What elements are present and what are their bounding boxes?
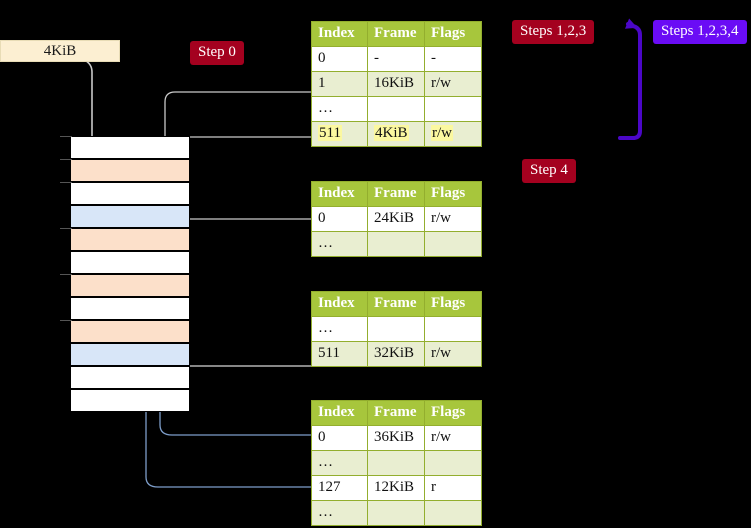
memory-tick — [60, 274, 72, 275]
memory-cell — [70, 251, 190, 274]
table-cell: 511 — [311, 341, 368, 367]
badge-step-0-label: Step 0 — [198, 44, 236, 60]
table-cell: 32KiB — [367, 341, 425, 367]
table-cell: - — [367, 46, 425, 72]
table-cell — [424, 450, 482, 476]
table-row: … — [311, 316, 482, 342]
memory-cell — [70, 159, 190, 182]
size-label-text: 4KiB — [43, 42, 77, 59]
column-header-flags: Flags — [424, 181, 482, 207]
memory-cell — [70, 389, 190, 412]
memory-tick — [60, 228, 72, 229]
badge-step-4-label: Step 4 — [530, 162, 568, 178]
table-row: … — [311, 231, 482, 257]
table-cell: r/w — [424, 206, 482, 232]
table-cell — [367, 316, 425, 342]
column-header-index: Index — [311, 21, 368, 47]
table-cell: 12KiB — [367, 475, 425, 501]
badge-steps-123: Steps 1,2,3 — [512, 20, 595, 44]
table-cell: 24KiB — [367, 206, 425, 232]
table-cell: 0 — [311, 425, 368, 451]
table-cell: r/w — [424, 341, 482, 367]
column-header-frame: Frame — [367, 181, 425, 207]
table-cell: 16KiB — [367, 71, 425, 97]
table-cell: 511 — [311, 121, 368, 147]
memory-cell — [70, 297, 190, 320]
memory-tick — [60, 136, 72, 137]
column-header-index: Index — [311, 291, 368, 317]
column-header-flags: Flags — [424, 400, 482, 426]
table-cell: … — [311, 450, 368, 476]
badge-steps-1234-label: Steps 1,2,3,4 — [661, 23, 739, 39]
badge-step-0: Step 0 — [190, 41, 244, 65]
column-header-frame: Frame — [367, 21, 425, 47]
table-cell — [424, 500, 482, 526]
wire-steps-loop-purple — [618, 18, 642, 140]
badge-steps-1234: Steps 1,2,3,4 — [653, 20, 747, 44]
table-cell — [367, 500, 425, 526]
table-cell: r/w — [424, 121, 482, 147]
table-cell: r/w — [424, 425, 482, 451]
memory-cell — [70, 274, 190, 297]
table-cell: 4KiB — [367, 121, 425, 147]
column-header-frame: Frame — [367, 400, 425, 426]
column-header-frame: Frame — [367, 291, 425, 317]
table-cell — [424, 96, 482, 122]
memory-tick — [60, 159, 72, 160]
badge-steps-123-label: Steps 1,2,3 — [520, 23, 587, 39]
table-cell: … — [311, 500, 368, 526]
memory-cell — [70, 366, 190, 389]
table-cell: … — [311, 316, 368, 342]
memory-cell — [70, 182, 190, 205]
highlighted-value: 511 — [318, 125, 342, 141]
table-cell: r/w — [424, 71, 482, 97]
table-cell: - — [424, 46, 482, 72]
table-cell — [424, 316, 482, 342]
table-cell — [367, 96, 425, 122]
memory-cell — [70, 136, 190, 159]
table-row: 0-- — [311, 46, 482, 72]
column-header-flags: Flags — [424, 21, 482, 47]
table-cell: 36KiB — [367, 425, 425, 451]
badge-step-4: Step 4 — [522, 159, 576, 183]
table-row: 511 4KiB r/w — [311, 121, 482, 147]
highlighted-value: r/w — [431, 125, 453, 141]
memory-tick — [60, 182, 72, 183]
table-cell: … — [311, 231, 368, 257]
column-header-flags: Flags — [424, 291, 482, 317]
memory-cell — [70, 205, 190, 228]
column-header-index: Index — [311, 181, 368, 207]
table-cell: 1 — [311, 71, 368, 97]
table-cell: … — [311, 96, 368, 122]
highlighted-value: 4KiB — [374, 125, 409, 141]
memory-tick — [60, 320, 72, 321]
memory-cell — [70, 320, 190, 343]
table-cell: 0 — [311, 46, 368, 72]
column-header-index: Index — [311, 400, 368, 426]
size-label-box: 4KiB — [0, 40, 120, 62]
table-row: … — [311, 500, 482, 526]
table-row: … — [311, 96, 482, 122]
table-row: … — [311, 450, 482, 476]
memory-cell — [70, 228, 190, 251]
table-cell — [424, 231, 482, 257]
table-cell — [367, 450, 425, 476]
table-cell: 127 — [311, 475, 368, 501]
table-cell: 0 — [311, 206, 368, 232]
table-cell — [367, 231, 425, 257]
table-cell: r — [424, 475, 482, 501]
memory-cell — [70, 343, 190, 366]
